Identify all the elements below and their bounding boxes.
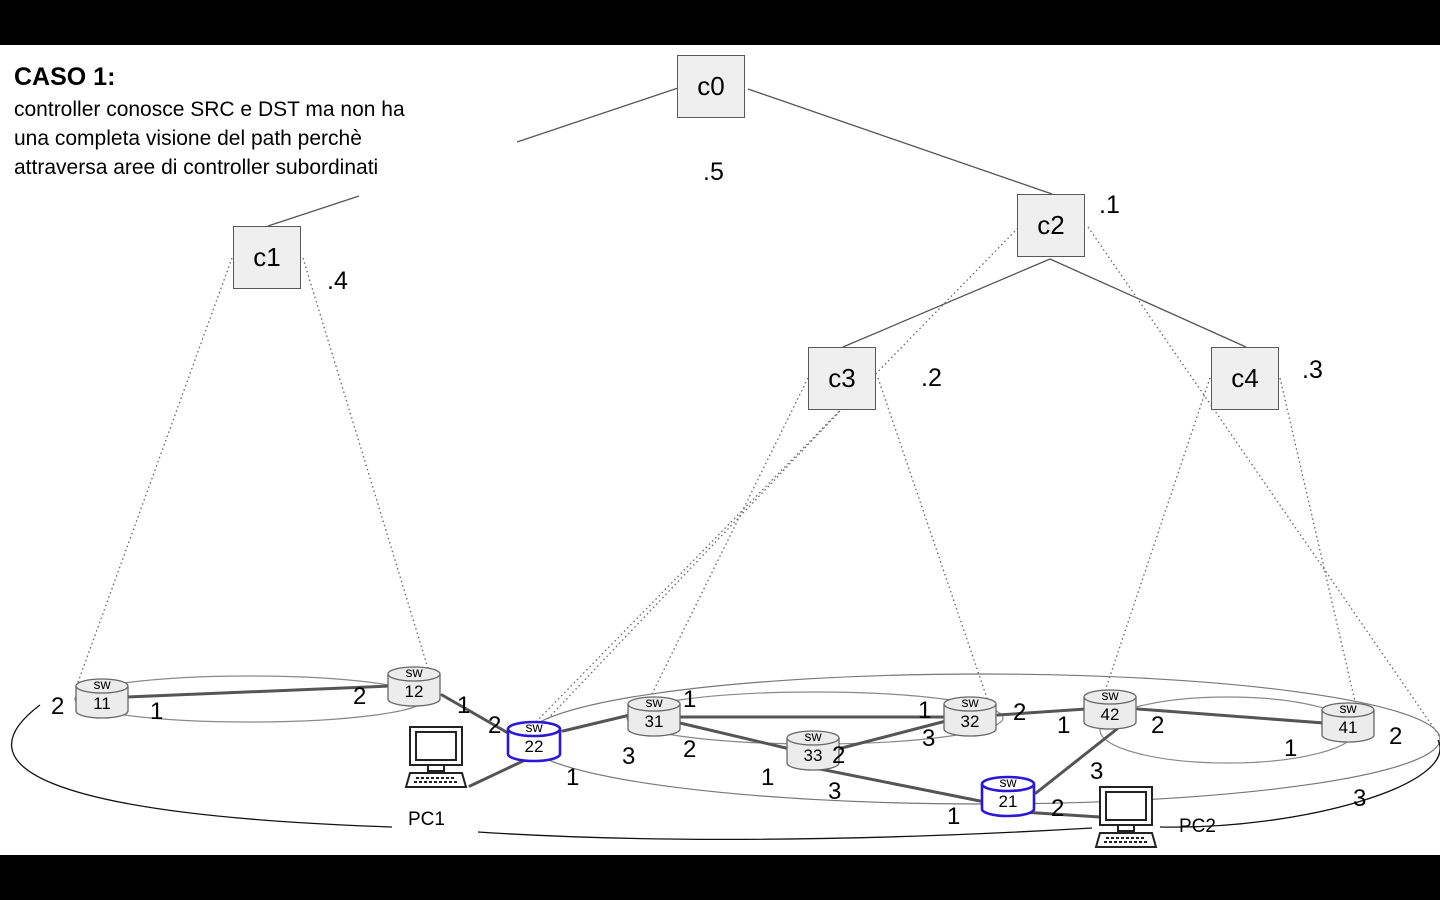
- switch-id: 31: [644, 712, 664, 731]
- port-label: 1: [150, 698, 164, 725]
- switch-label: sw: [645, 694, 663, 710]
- switch-cylinder-icon: [1321, 702, 1375, 743]
- port-label: 2: [1151, 712, 1165, 739]
- domain-ellipses: [11, 673, 1440, 841]
- switch-id: 41: [1338, 718, 1358, 737]
- controller-c1: c1: [233, 226, 301, 289]
- switch-id: 21: [998, 792, 1018, 811]
- switch-label: sw: [961, 694, 979, 710]
- switch-22: sw 22: [505, 720, 563, 764]
- switch-cylinder-icon: [75, 678, 129, 719]
- description-line: una completa visione del path perchè: [14, 127, 362, 150]
- switch-label: sw: [999, 774, 1017, 790]
- switch-label: sw: [1339, 700, 1357, 716]
- port-label: 1: [947, 803, 961, 830]
- port-label: 1: [683, 686, 697, 713]
- switch-id: 33: [803, 746, 823, 765]
- switch-id: 32: [960, 712, 980, 731]
- port-label: 1: [1284, 735, 1298, 762]
- switch-id: 22: [524, 737, 544, 756]
- switch-41: sw 41: [1319, 701, 1377, 745]
- switch-31: sw 31: [625, 695, 683, 739]
- weight-c0: .5: [703, 158, 724, 186]
- switch-id: 42: [1100, 705, 1120, 724]
- switch-label: sw: [1101, 687, 1119, 703]
- port-label: 3: [922, 725, 936, 752]
- switch-cylinder-icon: [627, 696, 681, 737]
- port-label: 3: [1090, 758, 1104, 785]
- controller-c4: c4: [1211, 347, 1279, 410]
- switch-11: sw 11: [73, 677, 131, 721]
- computer-icon: [1094, 785, 1158, 854]
- switch-33: sw 33: [784, 729, 842, 773]
- switch-cylinder-icon: [387, 666, 441, 707]
- computer-icon: [404, 725, 468, 794]
- switch-42: sw 42: [1081, 688, 1139, 732]
- port-label: 1: [1057, 712, 1071, 739]
- description-line: attraversa aree di controller subordinat…: [14, 156, 379, 179]
- switch-32: sw 32: [941, 695, 999, 739]
- port-label: 2: [1051, 795, 1065, 822]
- port-label: 1: [761, 764, 775, 791]
- weight-c1: .4: [327, 267, 348, 295]
- port-label: 3: [828, 778, 842, 805]
- control-area-lines: [76, 226, 1440, 738]
- port-label: 1: [918, 697, 932, 724]
- description-line: controller conosce SRC e DST ma non ha: [14, 98, 405, 121]
- switch-label: sw: [525, 719, 543, 735]
- slide-description: controller conosce SRC e DST ma non ha u…: [14, 95, 405, 182]
- port-label: 1: [566, 764, 580, 791]
- pc1-label: PC1: [408, 809, 445, 830]
- switch-cylinder-icon: [506, 720, 562, 763]
- switch-12: sw 12: [385, 665, 443, 709]
- switch-id: 11: [93, 694, 111, 713]
- switch-id: 12: [404, 682, 424, 701]
- controller-c2: c2: [1017, 194, 1085, 257]
- port-label: 2: [1013, 699, 1027, 726]
- weight-c2: .1: [1099, 191, 1120, 219]
- port-label: 2: [1389, 723, 1403, 750]
- port-label: 2: [51, 693, 65, 720]
- switch-label: sw: [93, 676, 111, 692]
- switch-cylinder-icon: [943, 696, 997, 737]
- port-label: 2: [683, 736, 697, 763]
- switch-cylinder-icon: [786, 730, 840, 771]
- port-label: 1: [457, 692, 471, 719]
- port-label: 2: [353, 683, 367, 710]
- switch-21: sw 21: [979, 775, 1037, 819]
- switch-label: sw: [804, 728, 822, 744]
- switch-cylinder-icon: [980, 775, 1036, 818]
- port-label: 3: [622, 743, 636, 770]
- port-label: 2: [832, 742, 846, 769]
- hierarchy-links: [267, 87, 1247, 348]
- port-label: 3: [1353, 785, 1367, 812]
- weight-c4: .3: [1302, 356, 1323, 384]
- slide-title: CASO 1:: [14, 63, 116, 91]
- weight-c3: .2: [921, 364, 942, 392]
- port-label: 2: [488, 712, 502, 739]
- switch-label: sw: [405, 664, 423, 680]
- controller-c0: c0: [677, 55, 745, 118]
- pc2-label: PC2: [1179, 816, 1216, 837]
- controller-c3: c3: [808, 347, 876, 410]
- switch-cylinder-icon: [1083, 689, 1137, 730]
- slide: CASO 1: controller conosce SRC e DST ma …: [0, 45, 1440, 855]
